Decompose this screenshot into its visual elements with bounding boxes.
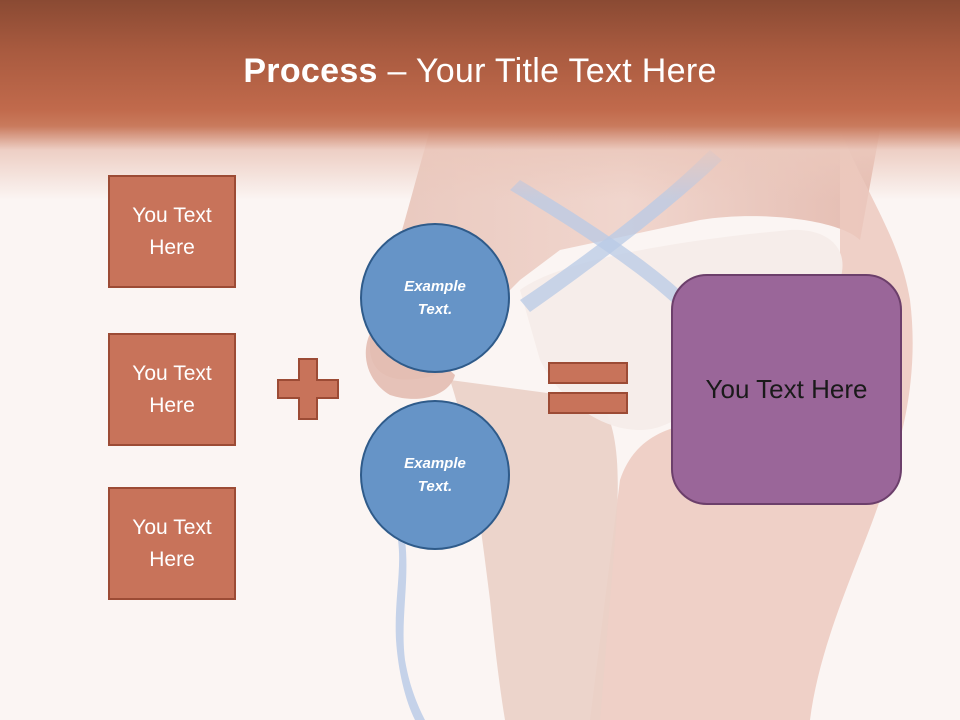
plus-icon	[277, 358, 339, 420]
text-box-1-label: You Text Here	[132, 203, 212, 259]
title-rest-part: – Your Title Text Here	[377, 52, 717, 90]
result-box-label: You Text Here	[705, 374, 868, 404]
example-circle-1[interactable]: Example Text.	[360, 223, 510, 373]
example-circle-2-label: Example Text.	[404, 455, 466, 495]
text-box-1[interactable]: You Text Here	[108, 175, 236, 288]
slide-title: Process – Your Title Text Here	[0, 52, 960, 91]
text-box-3[interactable]: You Text Here	[108, 487, 236, 600]
text-box-2[interactable]: You Text Here	[108, 333, 236, 446]
result-box[interactable]: You Text Here	[671, 274, 902, 505]
text-box-3-label: You Text Here	[132, 515, 212, 571]
text-box-2-label: You Text Here	[132, 361, 212, 417]
equals-icon	[548, 362, 628, 414]
example-circle-1-label: Example Text.	[404, 278, 466, 318]
title-bold-part: Process	[243, 52, 378, 90]
example-circle-2[interactable]: Example Text.	[360, 400, 510, 550]
title-band	[0, 0, 960, 200]
